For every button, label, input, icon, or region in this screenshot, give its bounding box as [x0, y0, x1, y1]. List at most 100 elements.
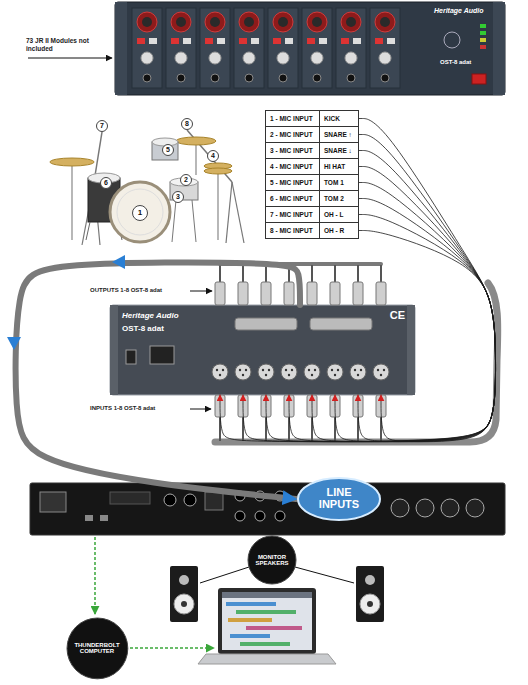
rear-panel-art: [310, 318, 372, 330]
mic-cable: [359, 231, 496, 442]
front-rack: [132, 8, 162, 88]
drum-kit: [86, 222, 90, 240]
monitor-speaker: [360, 594, 380, 614]
source-cell: TOM 1: [320, 175, 358, 190]
drum-kit: [226, 182, 232, 243]
mic-input-cell: 4 - MIC INPUT: [266, 159, 320, 174]
line-inputs-callout: LINE INPUTS: [296, 476, 382, 522]
audio-interface: [40, 492, 66, 512]
drum-kit: [172, 200, 176, 242]
source-cell: KICK: [320, 111, 358, 126]
callout-number: 8: [181, 118, 193, 130]
monitor-speaker: [181, 601, 187, 607]
mic-input-cell: 6 - MIC INPUT: [266, 191, 320, 206]
note-arrow: [28, 58, 112, 59]
source-cell: SNARE ↑: [320, 127, 358, 142]
mic-input-cell: 5 - MIC INPUT: [266, 175, 320, 190]
monitor-speaker: [170, 566, 198, 622]
speaker-wire: [295, 567, 354, 583]
front-rack: [444, 32, 460, 48]
audio-interface: [416, 499, 434, 517]
circle-shape: [67, 618, 128, 679]
outputs-label: OUTPUTS 1-8 OST-8 adat: [90, 287, 162, 294]
output-plugs: [330, 265, 340, 305]
unit-note: 73 JR II Modules not included: [26, 37, 102, 53]
rear-panel-art: [212, 364, 228, 380]
laptop: [246, 626, 302, 630]
mic-cable: [335, 199, 496, 442]
mic-cable: [358, 215, 496, 442]
drum-kit: [195, 144, 196, 175]
laptop: [236, 610, 296, 614]
note-arrow: [28, 58, 112, 59]
flow-arrow: [7, 255, 125, 350]
rear-panel-art: [235, 318, 297, 330]
rear-panel-art: [126, 350, 136, 364]
mic-input-cell: 1 - MIC INPUT: [266, 111, 320, 126]
label-arrow: [190, 291, 212, 292]
laptop: [198, 654, 336, 664]
inputs-label: INPUTS 1-8 OST-8 adat: [90, 405, 155, 412]
monitor-speaker: [174, 594, 194, 614]
speaker-wire: [200, 567, 249, 583]
audio-interface: [184, 494, 196, 506]
model-name: OST-8 adat: [440, 59, 471, 66]
front-rack: [234, 8, 264, 88]
rear-panel-art: [281, 364, 297, 380]
laptop: [198, 588, 336, 664]
front-rack: [115, 2, 127, 95]
thunderbolt-link: [94, 537, 96, 614]
input-row: 6 - MIC INPUTTOM 2: [265, 190, 359, 207]
rear-panel-art: [150, 346, 174, 364]
audio-interface: [235, 511, 245, 521]
source-cell: TOM 2: [320, 191, 358, 206]
flow-arrow: [112, 255, 125, 269]
callout-text: THUNDERBOLT COMPUTER: [70, 642, 124, 655]
rear-panel-art: [373, 364, 389, 380]
drum-kit: [50, 130, 244, 245]
callout-number: 6: [100, 177, 112, 189]
output-plugs: [284, 265, 294, 305]
front-rack: [115, 2, 505, 95]
drum-kit: [204, 168, 232, 174]
callout-number: 3: [172, 191, 184, 203]
front-rack: [370, 8, 400, 88]
mic-input-cell: 7 - MIC INPUT: [266, 207, 320, 222]
source-cell: OH - R: [320, 223, 358, 238]
audio-interface: [205, 492, 223, 510]
callout-number: 7: [96, 120, 108, 132]
rear-panel: Heritage AudioOST-8 adat CE: [110, 305, 415, 395]
front-rack: [480, 38, 486, 42]
drum-kit: [117, 189, 163, 235]
monitor-speaker: [179, 575, 189, 585]
model-text: OST-8 adat: [122, 324, 164, 333]
audio-interface: [391, 499, 409, 517]
front-rack: [268, 8, 298, 88]
audio-interface: [30, 483, 505, 535]
laptop: [230, 634, 270, 638]
audio-interface: [255, 511, 265, 521]
front-rack: [480, 24, 486, 28]
rear-panel-art: [258, 364, 274, 380]
audio-interface: [164, 494, 176, 506]
rear-panel-art: [110, 305, 118, 395]
output-plugs: [376, 265, 386, 305]
mic-cable: [243, 135, 496, 442]
brand-text: Heritage Audio: [122, 311, 179, 320]
label-arrow: [190, 409, 211, 410]
ce-mark: CE: [390, 309, 405, 321]
input-row: 7 - MIC INPUTOH - L: [265, 206, 359, 223]
input-row: 1 - MIC INPUTKICK: [265, 110, 359, 127]
front-rack: [493, 2, 505, 95]
thunderbolt-link: [130, 647, 214, 649]
audio-interface: [110, 492, 150, 504]
computer-callout: THUNDERBOLT COMPUTER: [66, 617, 129, 680]
drum-kit: [50, 158, 94, 166]
monitor-speaker: [356, 566, 384, 622]
input-row: 8 - MIC INPUTOH - R: [265, 222, 359, 239]
drum-kit: [192, 200, 196, 242]
front-rack: [336, 8, 366, 88]
mic-input-cell: 3 - MIC INPUT: [266, 143, 320, 158]
laptop: [222, 592, 312, 598]
